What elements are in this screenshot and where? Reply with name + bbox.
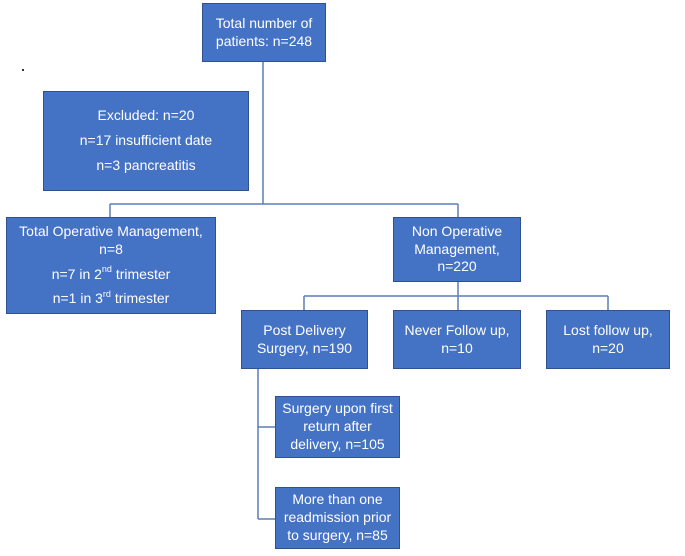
non-operative-line1: Non Operative bbox=[411, 222, 503, 239]
first-return-surgery-box: Surgery upon first return after delivery… bbox=[275, 396, 400, 458]
first-return-line2: return after bbox=[303, 418, 372, 435]
never-follow-line2: n=10 bbox=[441, 339, 473, 356]
lost-follow-up-box: Lost follow up, n=20 bbox=[546, 310, 670, 369]
stray-dot bbox=[22, 69, 24, 71]
lost-follow-line2: n=20 bbox=[592, 339, 624, 356]
excluded-line3: n=3 pancreatitis bbox=[96, 156, 196, 173]
excluded-box: Excluded: n=20 n=17 insufficient date n=… bbox=[43, 91, 249, 191]
lost-follow-line1: Lost follow up, bbox=[563, 321, 653, 338]
post-delivery-line1: Post Delivery bbox=[263, 321, 346, 338]
operative-line4: n=1 in 3rd trimester bbox=[52, 288, 170, 307]
total-patients-line1: Total number of bbox=[215, 14, 313, 31]
operative-management-box: Total Operative Management, n=8 n=7 in 2… bbox=[6, 217, 216, 314]
operative-line2: n=8 bbox=[99, 240, 123, 257]
non-operative-line3: n=220 bbox=[437, 258, 477, 275]
first-return-line1: Surgery upon first bbox=[282, 400, 393, 417]
post-delivery-surgery-box: Post Delivery Surgery, n=190 bbox=[241, 310, 368, 369]
never-follow-up-box: Never Follow up, n=10 bbox=[393, 310, 521, 369]
post-delivery-line2: Surgery, n=190 bbox=[256, 339, 353, 356]
excluded-line1: Excluded: n=20 bbox=[97, 107, 195, 124]
readmission-line3: to surgery, n=85 bbox=[287, 526, 388, 543]
first-return-line3: delivery, n=105 bbox=[290, 435, 385, 452]
non-operative-box: Non Operative Management, n=220 bbox=[393, 217, 521, 282]
readmission-line2: readmission prior bbox=[283, 509, 392, 526]
readmission-line1: More than one bbox=[292, 491, 383, 508]
operative-line1: Total Operative Management, bbox=[19, 222, 203, 239]
total-patients-line2: patients: n=248 bbox=[215, 32, 313, 49]
non-operative-line2: Management, bbox=[414, 240, 500, 257]
excluded-line2: n=17 insufficient date bbox=[79, 132, 213, 149]
never-follow-line1: Never Follow up, bbox=[404, 321, 510, 338]
total-patients-box: Total number of patients: n=248 bbox=[202, 3, 326, 62]
readmission-box: More than one readmission prior to surge… bbox=[275, 487, 400, 549]
operative-line3: n=7 in 2nd trimester bbox=[51, 263, 171, 282]
